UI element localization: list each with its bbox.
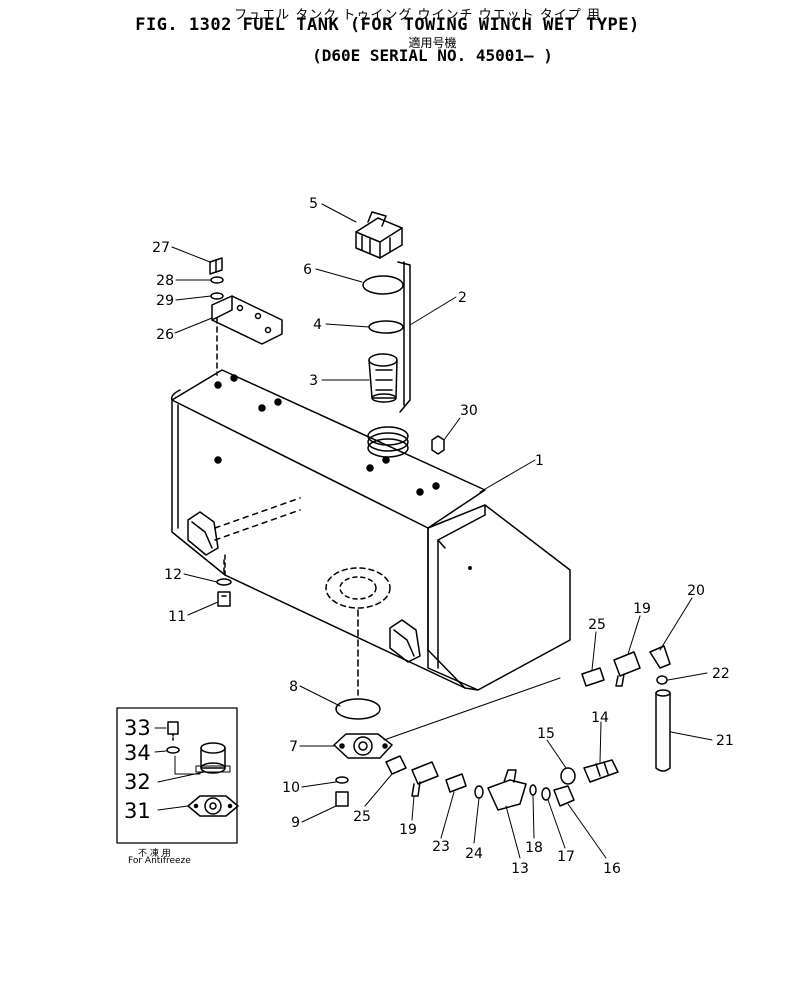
callout-19-upper: 19 (633, 601, 651, 617)
callout-5: 5 (309, 196, 318, 212)
callout-22: 22 (712, 666, 730, 682)
fuel-line-fittings (383, 645, 671, 811)
washer-10 (335, 776, 349, 784)
snap-ring (368, 320, 404, 334)
callout-13: 13 (511, 861, 529, 877)
callout-26: 26 (156, 327, 174, 343)
callout-17: 17 (557, 849, 575, 865)
callout-24: 24 (465, 846, 483, 862)
callout-6: 6 (303, 262, 312, 278)
inset-callout-33: 33 (124, 716, 151, 740)
figure-title: FIG. 1302 FUEL TANK (FOR TOWING WINCH WE… (135, 15, 640, 35)
callout-10: 10 (282, 780, 300, 796)
callout-14: 14 (591, 710, 609, 726)
serial-number-label: (D60E SERIAL NO. 45001– ) (312, 46, 553, 65)
japanese-title: フュエル タンク トゥイング ウインチ ウエット タイプ 用 (234, 8, 601, 23)
callout-28: 28 (156, 273, 174, 289)
callout-9: 9 (291, 815, 300, 831)
callout-3: 3 (309, 373, 318, 389)
level-gauge-rod (397, 261, 411, 413)
antifreeze-inset-box (116, 707, 239, 844)
mount-bolt-11-12 (216, 559, 232, 607)
antifreeze-note-jp: 不 凍 用 (138, 849, 171, 859)
callout-25-upper: 25 (588, 617, 606, 633)
bracket-assembly (209, 257, 283, 376)
callout-16: 16 (603, 861, 621, 877)
callout-25-lower: 25 (353, 809, 371, 825)
callout-20: 20 (687, 583, 705, 599)
bolt-9 (335, 791, 349, 807)
cap-gasket (362, 275, 404, 295)
callout-27: 27 (152, 240, 170, 256)
callout-12: 12 (164, 567, 182, 583)
japanese-applicable-label: 適用号機 (408, 36, 457, 50)
plug-30 (431, 435, 445, 455)
inset-callout-34: 34 (124, 741, 151, 765)
callout-15: 15 (537, 726, 555, 742)
callout-8: 8 (289, 679, 298, 695)
callout-7: 7 (289, 739, 298, 755)
inset-callout-31: 31 (124, 799, 151, 823)
antifreeze-note-en: For Antifreeze (128, 856, 191, 866)
callout-2: 2 (458, 290, 467, 306)
callout-23: 23 (432, 839, 450, 855)
filler-cap (355, 211, 403, 259)
callout-1: 1 (535, 453, 544, 469)
inset-callout-32: 32 (124, 770, 151, 794)
leader-lines (171, 203, 713, 859)
drain-cover-7 (333, 733, 393, 759)
callout-30: 30 (460, 403, 478, 419)
callout-11: 11 (168, 609, 186, 625)
o-ring-8 (335, 698, 381, 720)
strainer (368, 353, 398, 403)
callout-18: 18 (525, 840, 543, 856)
callout-4: 4 (313, 317, 322, 333)
callout-19-lower: 19 (399, 822, 417, 838)
callout-21: 21 (716, 733, 734, 749)
callout-29: 29 (156, 293, 174, 309)
fuel-tank-body (170, 369, 571, 691)
